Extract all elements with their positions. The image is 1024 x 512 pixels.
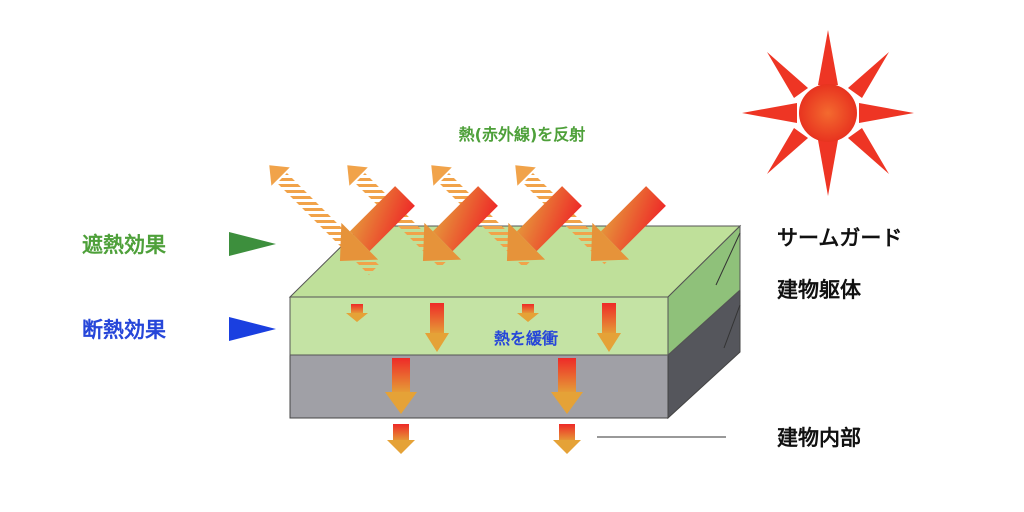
structure-heat-arrows xyxy=(385,358,583,414)
building-interior-label: 建物内部 xyxy=(777,426,861,450)
thermguard-label: サームガード xyxy=(777,226,902,250)
heat-arrow-icon xyxy=(346,304,368,322)
inner-heat-arrows xyxy=(346,303,621,352)
heat-arrow-icon xyxy=(385,358,417,414)
heat-arrow-icon xyxy=(422,186,498,262)
insulation-effect-label: 断熱効果 xyxy=(82,318,166,342)
reflect-label: 熱(赤外線)を反射 xyxy=(459,125,586,144)
interior-heat-arrows xyxy=(387,424,581,454)
triangle-pointer-icon xyxy=(229,232,276,256)
heat-arrow-icon xyxy=(590,186,666,262)
buffer-label: 熱を緩衝 xyxy=(494,329,558,348)
incoming-heat-arrows xyxy=(339,186,666,262)
sun-icon xyxy=(742,30,914,196)
heat-arrow-icon xyxy=(597,303,621,352)
heat-arrow-icon xyxy=(506,186,582,262)
heat-arrow-icon xyxy=(517,304,539,322)
heat-arrow-icon xyxy=(425,303,449,352)
shielding-effect-label: 遮熱効果 xyxy=(82,233,166,257)
pointer-lines xyxy=(597,232,741,438)
heat-arrow-icon xyxy=(553,424,581,454)
heat-arrow-icon xyxy=(387,424,415,454)
building-structure-label: 建物躯体 xyxy=(777,278,862,302)
triangle-pointer-icon xyxy=(229,317,276,341)
heat-arrow-icon xyxy=(551,358,583,414)
heat-arrow-icon xyxy=(339,186,415,262)
